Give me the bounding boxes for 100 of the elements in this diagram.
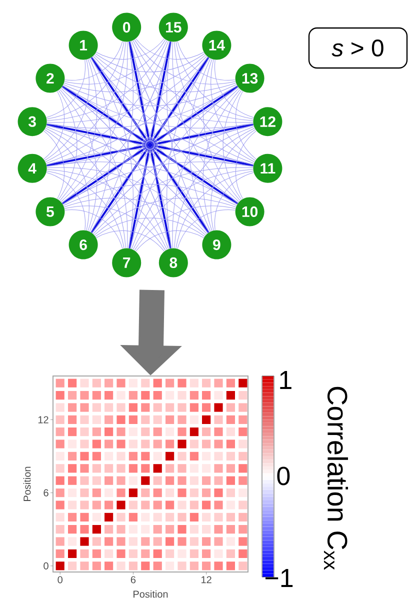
connector-line (64, 198, 206, 236)
connector-line (202, 58, 240, 201)
connector-line (90, 56, 150, 144)
connector-line (132, 169, 254, 250)
connector-line (132, 40, 254, 121)
connector-line (214, 172, 254, 230)
connector-line (62, 86, 148, 144)
connector-line (154, 41, 170, 249)
connector-line (177, 209, 236, 249)
connector-line (90, 58, 238, 205)
connector-line (46, 169, 168, 250)
connector-line (46, 170, 124, 248)
connector-line (150, 56, 210, 144)
connector-line (60, 58, 98, 201)
connector-line (166, 42, 210, 232)
connector-line (150, 146, 210, 234)
connector-line (236, 90, 256, 160)
axis-title: Position (23, 466, 31, 501)
connector-line (46, 144, 148, 167)
connector-line (210, 59, 256, 161)
connector-line (130, 86, 238, 249)
connector-line (95, 53, 205, 72)
connector-line (46, 126, 169, 250)
connector-line (90, 42, 134, 232)
colorbar-label: 0 (277, 466, 290, 486)
connector-line (46, 124, 208, 234)
connector-line (128, 147, 150, 248)
connector-line (46, 40, 169, 164)
connector-line (62, 86, 170, 249)
connector-line (152, 144, 254, 167)
connector-line (46, 148, 254, 165)
connector-line (62, 58, 210, 205)
heatmap-drawing (50, 376, 248, 575)
connector-line (172, 88, 240, 248)
colorbar-title: Correlation C$_{xx}$ (324, 386, 348, 570)
connector-line (45, 128, 126, 248)
connector-line (90, 85, 238, 232)
connector-line (130, 41, 146, 249)
connector-line (44, 59, 90, 161)
connector-line (134, 206, 236, 251)
connector-line (45, 42, 126, 162)
connector-line (46, 56, 208, 123)
connector-line (46, 161, 238, 204)
connector-line (177, 41, 236, 81)
connector-line (152, 86, 238, 144)
connector-line (210, 129, 256, 231)
connector-line (131, 126, 254, 250)
connector-line (94, 54, 236, 92)
connector-line (136, 38, 204, 60)
connector-line (214, 60, 254, 118)
connector-line (60, 42, 128, 202)
connector-line (174, 42, 255, 162)
connector-line (64, 39, 166, 84)
axis-title: Position (134, 590, 168, 598)
connector-line (134, 39, 236, 84)
connector-line (188, 58, 211, 232)
connector-line (44, 129, 90, 231)
connector-line (202, 89, 240, 232)
connector-line (130, 41, 238, 204)
connector-line (58, 90, 78, 200)
connector-line (90, 146, 150, 234)
connector-line (222, 90, 242, 200)
colorbar-label: 1 (280, 371, 292, 389)
connector-line (64, 209, 123, 249)
connector-line (92, 56, 254, 166)
connector-line (176, 170, 254, 248)
connector-line (62, 146, 148, 204)
connector-line (150, 147, 172, 248)
connector-line (62, 41, 170, 204)
connector-line (64, 54, 206, 92)
connector-line (95, 218, 205, 237)
connector-line (44, 130, 64, 200)
connector-line (128, 42, 150, 143)
connector-line (60, 88, 128, 248)
connector-line (62, 161, 254, 204)
connector-line (60, 89, 98, 232)
connector-line (136, 230, 204, 252)
connector-line (62, 85, 210, 232)
connector-line (152, 146, 238, 204)
connector-line (46, 60, 86, 118)
connector-line (46, 172, 86, 230)
connector-line (46, 123, 148, 146)
connector-line (46, 86, 238, 129)
connector-line (176, 42, 254, 120)
connector-line (94, 198, 236, 236)
connector-line (152, 123, 254, 146)
connector-line (63, 184, 237, 206)
connector-line (92, 56, 254, 123)
connector-line (92, 167, 254, 234)
connector-line (174, 128, 255, 248)
connector-line (46, 125, 254, 142)
connector-line (166, 58, 210, 248)
connector-line (150, 42, 172, 143)
connector-line (92, 124, 254, 234)
connector-line (236, 130, 256, 200)
connector-line (96, 230, 164, 252)
colorbar-label: −1 (265, 569, 293, 587)
connector-line (44, 90, 64, 160)
connector-line (63, 84, 237, 106)
connector-line (96, 38, 164, 60)
